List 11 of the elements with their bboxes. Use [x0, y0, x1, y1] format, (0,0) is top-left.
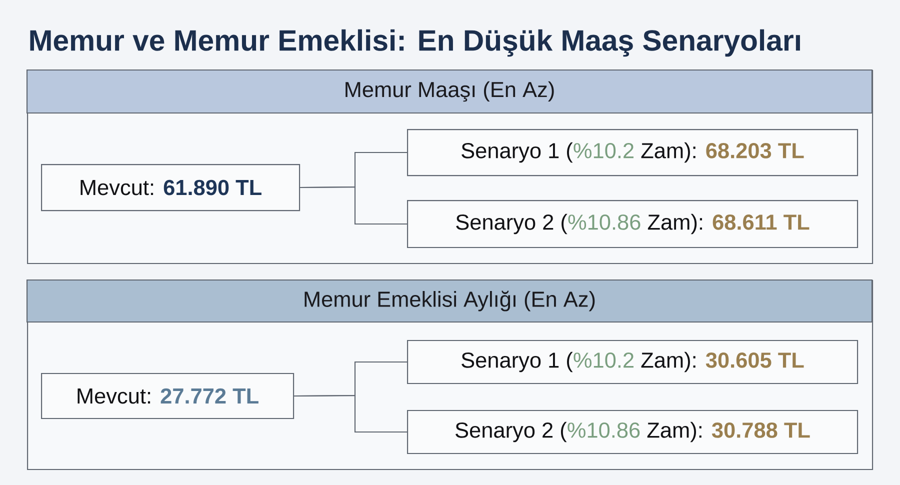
header-band: Memur Emeklisi Aylığı (En Az) [26, 279, 873, 323]
connector [300, 186, 407, 225]
value-box: Senaryo 1 (%10.2 Zam): 30.605 TL [407, 340, 858, 384]
value-box: Senaryo 1 (%10.2 Zam): 68.203 TL [407, 129, 858, 176]
value-box: Senaryo 2 (%10.86 Zam): 68.611 TL [407, 200, 858, 248]
value-box: Mevcut: 27.772 TL [41, 373, 294, 420]
value-box: Senaryo 2 (%10.86 Zam): 30.788 TL [407, 410, 858, 454]
value-box: Mevcut: 61.890 TL [41, 164, 300, 212]
title: Memur ve Memur Emeklisi: En Düşük Maaş Senaryoları [30, 29, 800, 57]
connector [294, 394, 407, 433]
header-band: Memur Maaşı (En Az) [26, 69, 873, 114]
